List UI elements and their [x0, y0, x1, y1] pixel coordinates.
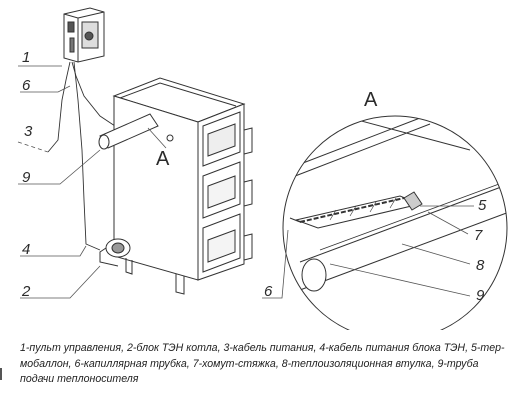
control-panel	[63, 7, 105, 63]
callout-6-detail: 6	[264, 283, 273, 300]
boiler-installation-diagram: A A 1 6 3 9 4 2 5 7 8 6 9	[17, 7, 508, 330]
callout-9-detail: 9	[476, 287, 485, 304]
detail-view-circle	[262, 115, 508, 330]
callout-5: 5	[478, 197, 487, 214]
callout-1: 1	[22, 49, 30, 66]
callout-2: 2	[21, 283, 31, 300]
callout-9: 9	[22, 169, 31, 186]
callout-7: 7	[474, 227, 483, 244]
main-view-label: A	[156, 148, 170, 170]
heating-element-block	[99, 238, 131, 267]
power-cables	[47, 61, 119, 251]
leader-lines	[17, 65, 167, 299]
callout-3: 3	[24, 123, 33, 140]
supply-pipe	[98, 113, 159, 150]
callout-4: 4	[22, 241, 30, 258]
detail-view-label: A	[364, 89, 378, 111]
figure-caption: 1-пульт управления, 2-блок ТЭН котла, 3-…	[20, 342, 505, 385]
callout-6: 6	[22, 77, 31, 94]
boiler-body	[112, 77, 253, 295]
page-edge-mark	[0, 368, 6, 380]
callout-8: 8	[476, 257, 485, 274]
